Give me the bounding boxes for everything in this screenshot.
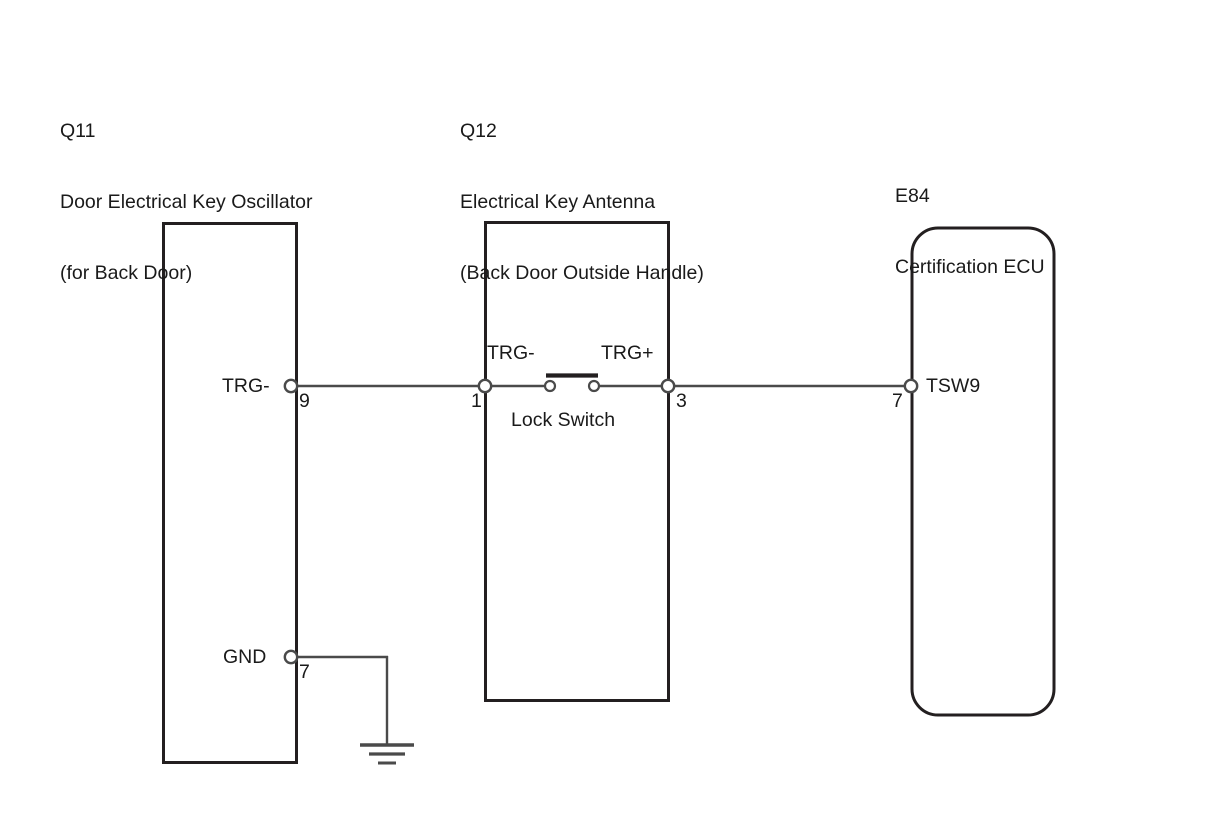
terminal-pin-e84-7: 7 xyxy=(892,390,903,412)
terminal-pin-q11-9: 9 xyxy=(299,390,310,412)
terminal-q11-pin7-icon xyxy=(283,649,299,665)
terminal-q11-pin9-icon xyxy=(283,378,299,394)
lock-switch-label: Lock Switch xyxy=(511,409,616,431)
component-qualifier-q12: (Back Door Outside Handle) xyxy=(460,262,704,285)
terminal-label-e84-tsw9: TSW9 xyxy=(926,375,981,397)
component-box-q11 xyxy=(162,222,298,764)
component-title-q11: Q11 Door Electrical Key Oscillator (for … xyxy=(60,72,313,334)
component-box-q12 xyxy=(484,221,670,702)
component-title-e84: E84 Certification ECU xyxy=(895,137,1045,327)
switch-contact-left-icon xyxy=(543,379,557,393)
terminal-pin-q12-1: 1 xyxy=(471,390,482,412)
component-name-q11: Door Electrical Key Oscillator xyxy=(60,190,313,213)
terminal-q12-pin1-icon xyxy=(477,378,493,394)
terminal-label-q12-trg-minus: TRG- xyxy=(487,342,535,364)
component-title-q12: Q12 Electrical Key Antenna (Back Door Ou… xyxy=(460,72,704,334)
component-box-e84 xyxy=(910,226,1056,717)
component-qualifier-q11: (for Back Door) xyxy=(60,262,193,285)
component-code-q12: Q12 xyxy=(460,119,497,142)
component-name-q12: Electrical Key Antenna xyxy=(460,190,656,213)
terminal-q12-pin3-icon xyxy=(660,378,676,394)
switch-contact-right-icon xyxy=(587,379,601,393)
component-name-e84: Certification ECU xyxy=(895,255,1045,278)
terminal-label-q12-trg-plus: TRG+ xyxy=(601,342,654,364)
terminal-label-q11-trg-minus: TRG- xyxy=(222,375,270,397)
terminal-pin-q12-3: 3 xyxy=(676,390,687,412)
chassis-ground-icon xyxy=(360,743,414,765)
terminal-e84-pin7-icon xyxy=(903,378,919,394)
terminal-label-q11-gnd: GND xyxy=(223,646,267,668)
component-code-e84: E84 xyxy=(895,184,930,207)
terminal-pin-q11-7: 7 xyxy=(299,661,310,683)
component-code-q11: Q11 xyxy=(60,119,96,142)
